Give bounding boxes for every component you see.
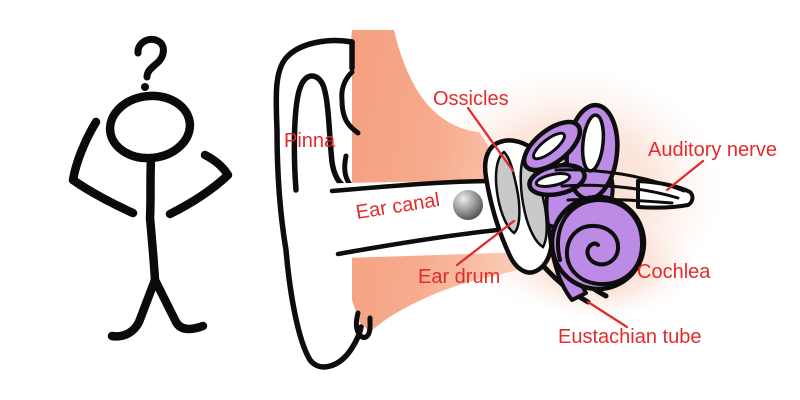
question-mark-dot (141, 83, 149, 91)
stick-figure-left-arm (68, 117, 138, 218)
ossicle-malleus (494, 150, 521, 235)
inner-fold-outline (291, 73, 349, 193)
semicircular-canal-horizontal (527, 162, 587, 198)
stick-figure (68, 35, 233, 341)
pinna-outer-outline (273, 37, 364, 370)
question-mark (134, 35, 167, 81)
label-pinna: Pinna (284, 130, 336, 152)
pointer-line-ear-drum (455, 219, 516, 267)
stick-figure-body (145, 153, 160, 285)
stick-figure-head (105, 91, 195, 163)
inner-ear-shape (521, 102, 695, 302)
canal-lower-wall (335, 226, 511, 257)
sound-particle (453, 190, 483, 220)
tragus-outline (339, 69, 361, 136)
semicircular-canal-tilted (521, 119, 583, 173)
pointer-line-auditory-nerve (665, 159, 705, 192)
stick-figure-right-arm (165, 150, 233, 219)
pointer-lines (455, 106, 705, 329)
label-cochlea: Cochlea (637, 261, 711, 283)
label-eustachian-tube: Eustachian tube (558, 326, 701, 348)
stick-figure-right-leg (150, 275, 208, 334)
intertragic-notch (353, 310, 373, 340)
stick-figure-left-leg (107, 275, 160, 341)
pointer-line-eustachian-tube (586, 300, 629, 329)
label-ear-drum: Ear drum (418, 266, 500, 288)
label-auditory-nerve: Auditory nerve (648, 139, 777, 161)
label-ossicles: Ossicles (433, 88, 509, 110)
cochlea-spiral (555, 197, 645, 287)
pointer-line-ossicles (466, 106, 515, 173)
